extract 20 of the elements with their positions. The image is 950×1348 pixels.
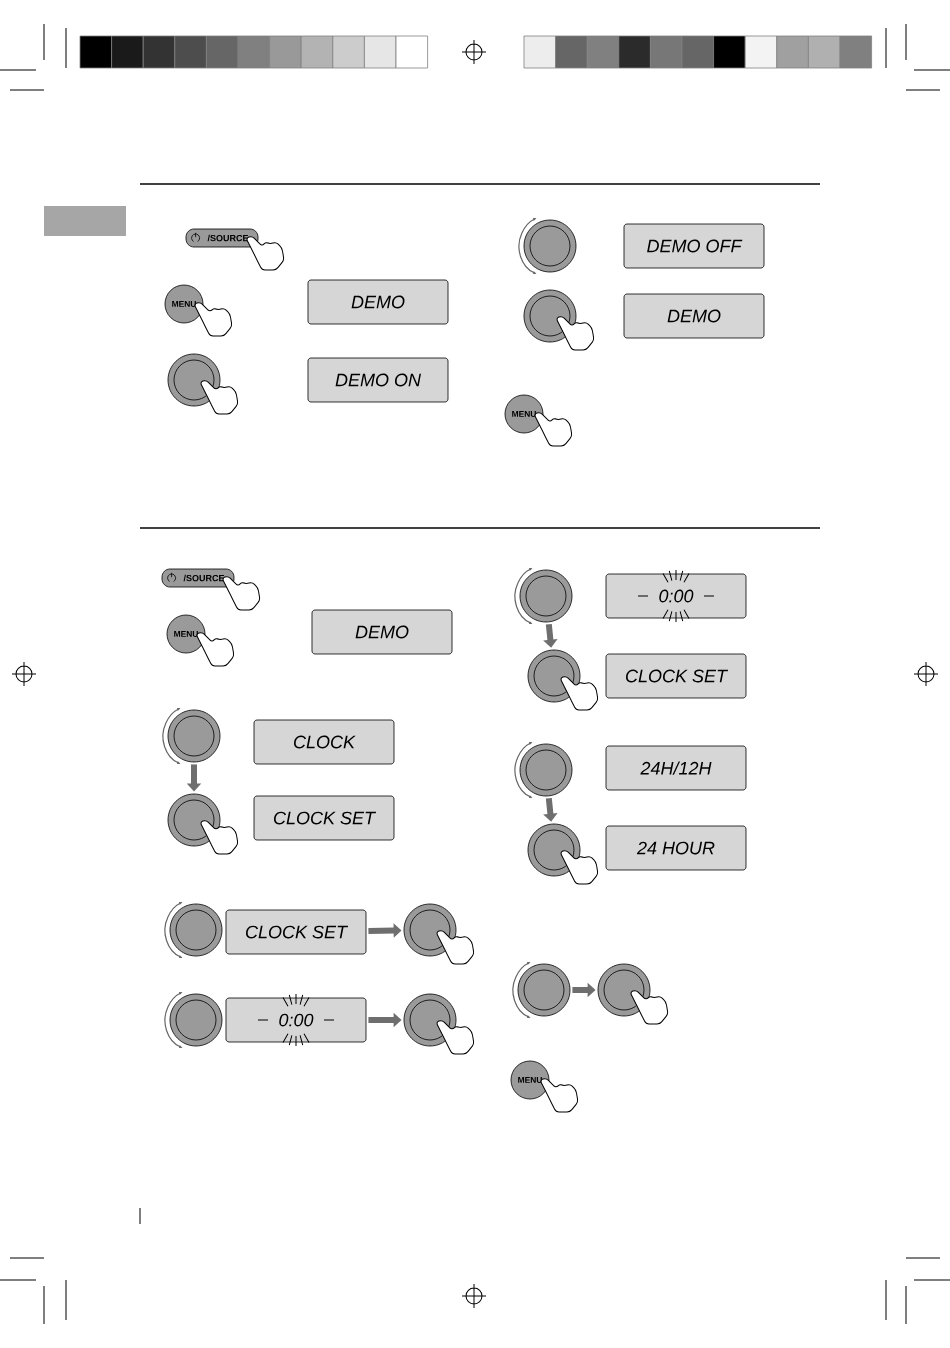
display-screen: 0:00 (605, 573, 747, 619)
knob (512, 962, 571, 1018)
display-screen: CLOCK SET (253, 795, 395, 841)
display-screen: 24 HOUR (605, 825, 747, 871)
display-screen: 0:00 (225, 997, 367, 1043)
knob (164, 992, 223, 1048)
knob (164, 902, 223, 958)
knob (518, 218, 577, 274)
display-screen: CLOCK SET (225, 909, 367, 955)
display-screen: DEMO ON (307, 357, 449, 403)
display-screen: CLOCK SET (605, 653, 747, 699)
display-screen: 24H/12H (605, 745, 747, 791)
knob (514, 568, 573, 624)
display-screen: DEMO (311, 609, 453, 655)
display-screen: DEMO OFF (623, 223, 765, 269)
display-screen: CLOCK (253, 719, 395, 765)
knob (162, 708, 221, 764)
knob (514, 742, 573, 798)
display-screen: DEMO (623, 293, 765, 339)
display-screen: DEMO (307, 279, 449, 325)
